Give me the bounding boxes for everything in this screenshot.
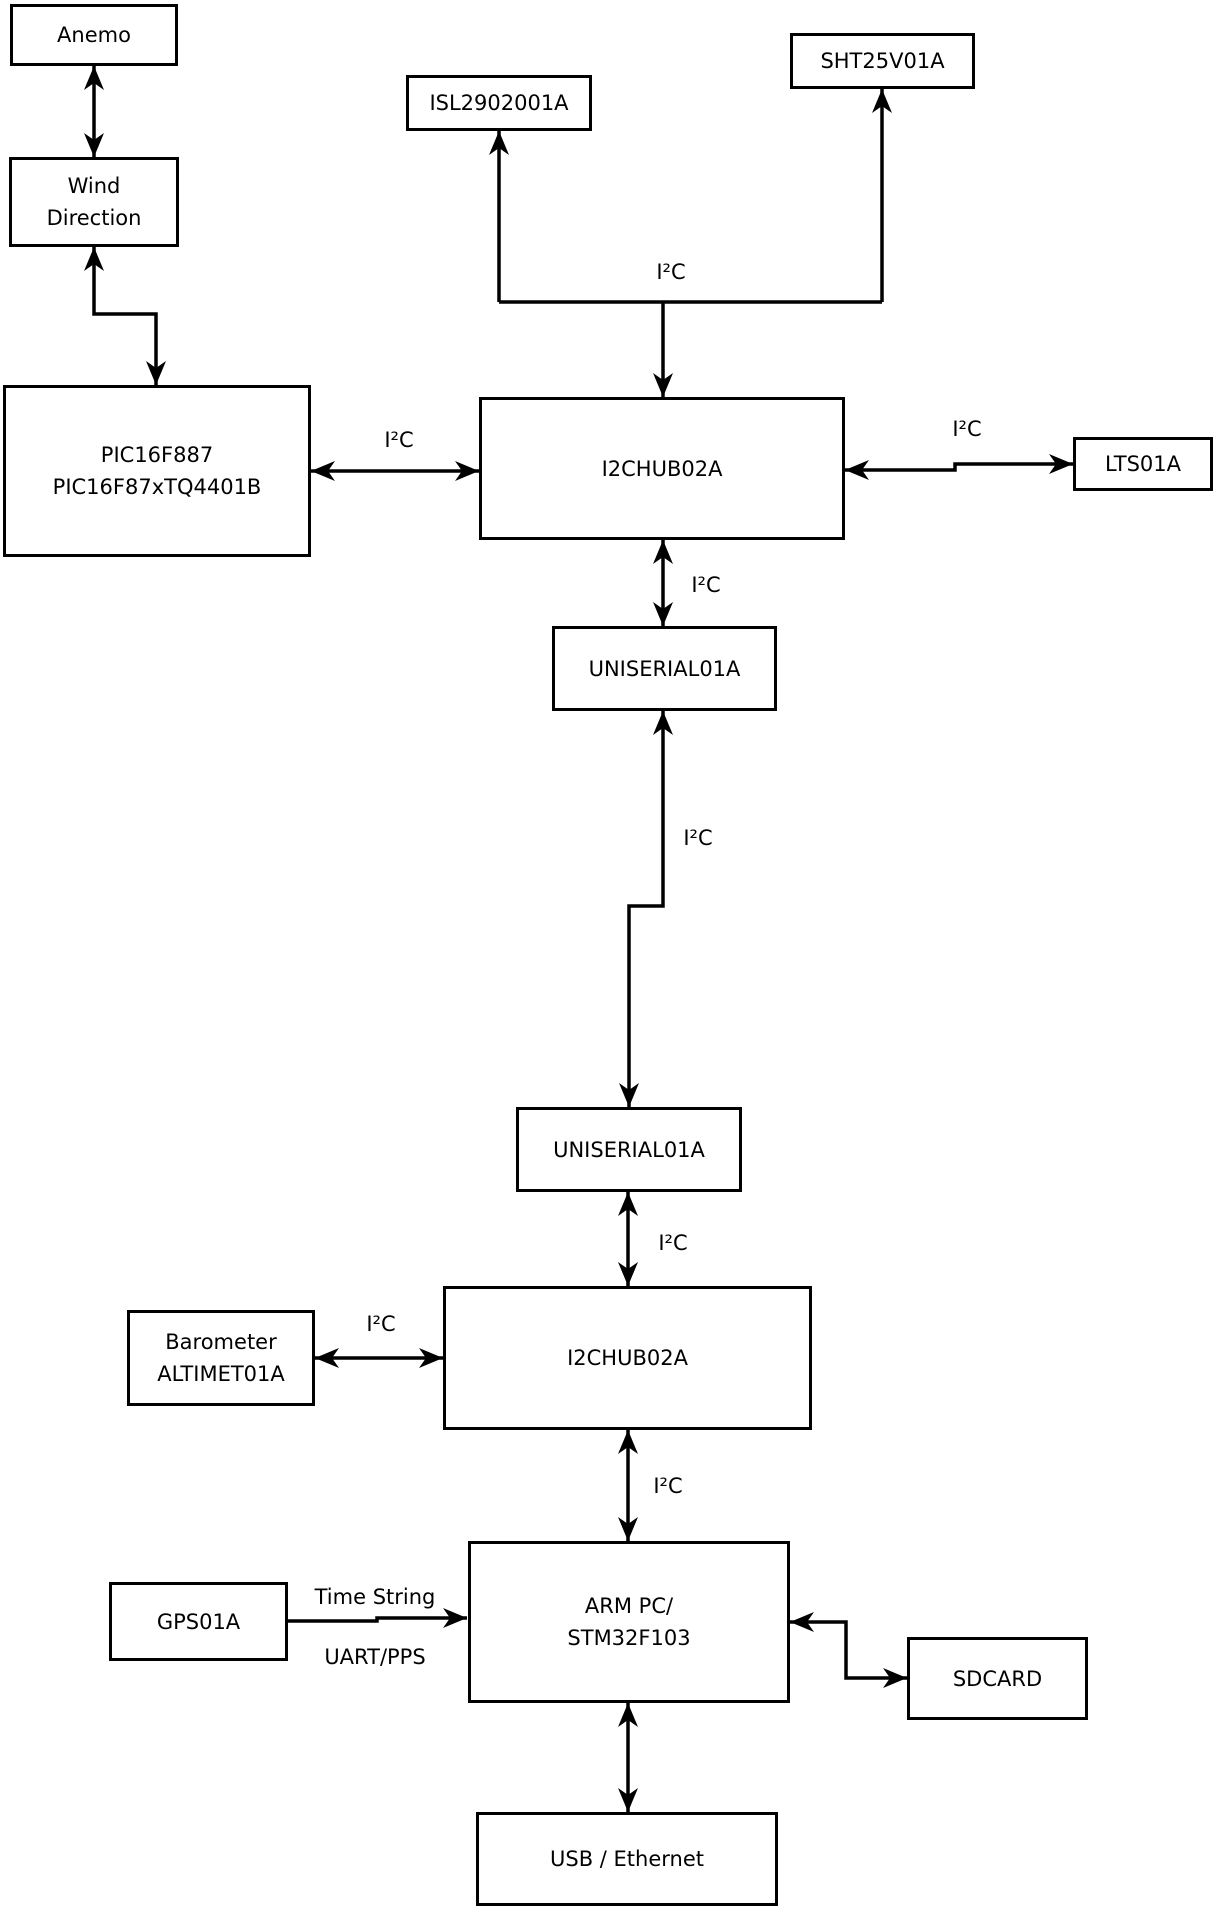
node-gps01a: GPS01A <box>109 1582 288 1661</box>
edge-label-i2c-top-bus: I²C <box>656 260 686 284</box>
node-barometer-line1: Barometer <box>165 1330 277 1354</box>
node-usb-ethernet-label: USB / Ethernet <box>550 1847 704 1871</box>
node-wind-direction-line1: Wind <box>67 174 121 198</box>
node-uniserial01a-lower-label: UNISERIAL01A <box>553 1137 705 1162</box>
node-sdcard: SDCARD <box>907 1637 1088 1720</box>
node-pic16f887-line1: PIC16F887 <box>100 443 214 467</box>
node-i2chub02a-bottom-label: I2CHUB02A <box>567 1346 688 1370</box>
node-sht25v01a: SHT25V01A <box>790 33 975 89</box>
node-usb-ethernet: USB / Ethernet <box>476 1812 778 1906</box>
node-wind-direction: Wind Direction <box>9 157 179 247</box>
node-uniserial01a-upper-label: UNISERIAL01A <box>588 656 741 681</box>
edge-wind-pic <box>84 247 166 385</box>
node-pic16f887: PIC16F887 PIC16F87xTQ4401B <box>3 385 311 557</box>
edge-label-i2c-hub2-arm: I²C <box>653 1474 683 1498</box>
edge-label-i2c-uni1-uni2: I²C <box>683 826 713 850</box>
node-lts01a-label: LTS01A <box>1104 452 1182 476</box>
node-lts01a: LTS01A <box>1073 437 1213 491</box>
node-i2chub02a-top-label: I2CHUB02A <box>601 456 723 481</box>
edge-label-uart-pps: UART/PPS <box>324 1645 426 1669</box>
edge-label-i2c-pic-hub1: I²C <box>384 428 414 452</box>
node-anemo-label: Anemo <box>57 23 131 47</box>
node-barometer-line2: ALTIMET01A <box>157 1362 285 1386</box>
node-i2chub02a-bottom: I2CHUB02A <box>443 1286 812 1430</box>
node-uniserial01a-lower: UNISERIAL01A <box>516 1107 742 1192</box>
node-uniserial01a-upper: UNISERIAL01A <box>552 626 777 711</box>
edge-arm-sdcard <box>790 1612 907 1688</box>
node-anemo: Anemo <box>10 4 178 66</box>
node-arm-pc-line2: STM32F103 <box>567 1626 691 1650</box>
node-barometer-altimet01a: Barometer ALTIMET01A <box>127 1310 315 1406</box>
edge-label-i2c-uni2-hub2: I²C <box>658 1231 688 1255</box>
node-gps01a-label: GPS01A <box>156 1609 241 1634</box>
edge-label-i2c-baro-hub2: I²C <box>366 1312 396 1336</box>
node-sdcard-label: SDCARD <box>952 1666 1043 1691</box>
edge-label-i2c-hub1-lts: I²C <box>952 417 982 441</box>
edge-uni1-uni2 <box>619 711 673 1107</box>
node-i2chub02a-top: I2CHUB02A <box>479 397 845 540</box>
edge-label-time-string: Time String <box>314 1585 436 1609</box>
node-arm-pc-stm32f103: ARM PC/ STM32F103 <box>468 1541 790 1703</box>
node-isl2902001a: ISL2902001A <box>406 75 592 131</box>
node-isl2902001a-label: ISL2902001A <box>429 91 569 115</box>
edge-hub1-lts <box>845 454 1073 480</box>
node-pic16f887-line2: PIC16F87xTQ4401B <box>52 475 262 499</box>
node-wind-direction-line2: Direction <box>46 206 142 230</box>
node-arm-pc-line1: ARM PC/ <box>584 1594 674 1618</box>
node-sht25v01a-label: SHT25V01A <box>820 49 945 73</box>
edge-gps-arm <box>288 1608 467 1628</box>
edge-label-i2c-hub1-uni1: I²C <box>691 573 721 597</box>
